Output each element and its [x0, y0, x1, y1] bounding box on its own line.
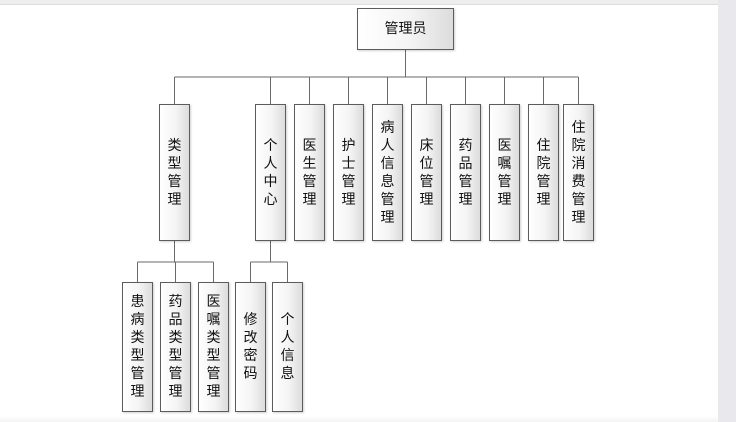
node-disease-type-management: 患病类型管理: [122, 282, 153, 412]
node-label: 医生管理: [302, 137, 317, 208]
root-node: 管理员: [357, 8, 454, 50]
node-doctor-management: 医生管理: [294, 104, 325, 241]
node-hospital-expense-management: 住院消费管理: [563, 104, 594, 241]
node-label: 个人信息: [280, 312, 295, 382]
node-nurse-management: 护士管理: [333, 104, 364, 241]
window-top-strip: [0, 0, 736, 5]
node-medical-order-management: 医嘱管理: [489, 104, 520, 241]
node-label: 患病类型管理: [130, 294, 145, 400]
node-label: 修改密码: [243, 312, 258, 382]
node-change-password: 修改密码: [235, 282, 266, 412]
node-label: 病人信息管理: [380, 119, 395, 226]
node-medicine-type-management: 药品类型管理: [160, 282, 191, 412]
node-label: 床位管理: [419, 137, 434, 208]
node-bed-management: 床位管理: [411, 104, 442, 241]
scrollbar-gutter[interactable]: [718, 0, 736, 422]
node-hospitalization-management: 住院管理: [528, 104, 559, 241]
node-label: 医嘱类型管理: [206, 294, 221, 400]
node-order-type-management: 医嘱类型管理: [198, 282, 229, 412]
node-medicine-management: 药品管理: [450, 104, 481, 241]
node-label: 药品管理: [458, 137, 473, 208]
node-personal-center: 个人中心: [255, 104, 286, 241]
node-label: 药品类型管理: [168, 294, 183, 400]
root-node-label: 管理员: [384, 21, 427, 37]
node-label: 住院管理: [536, 137, 551, 208]
node-personal-info: 个人信息: [272, 282, 303, 412]
node-label: 住院消费管理: [571, 119, 586, 226]
page-bottom-edge: [0, 416, 718, 422]
node-patient-info-management: 病人信息管理: [372, 104, 403, 241]
node-label: 个人中心: [263, 137, 278, 208]
node-label: 类型管理: [167, 137, 182, 208]
node-type-management: 类型管理: [159, 104, 190, 241]
node-label: 护士管理: [341, 137, 356, 208]
node-label: 医嘱管理: [497, 137, 512, 208]
